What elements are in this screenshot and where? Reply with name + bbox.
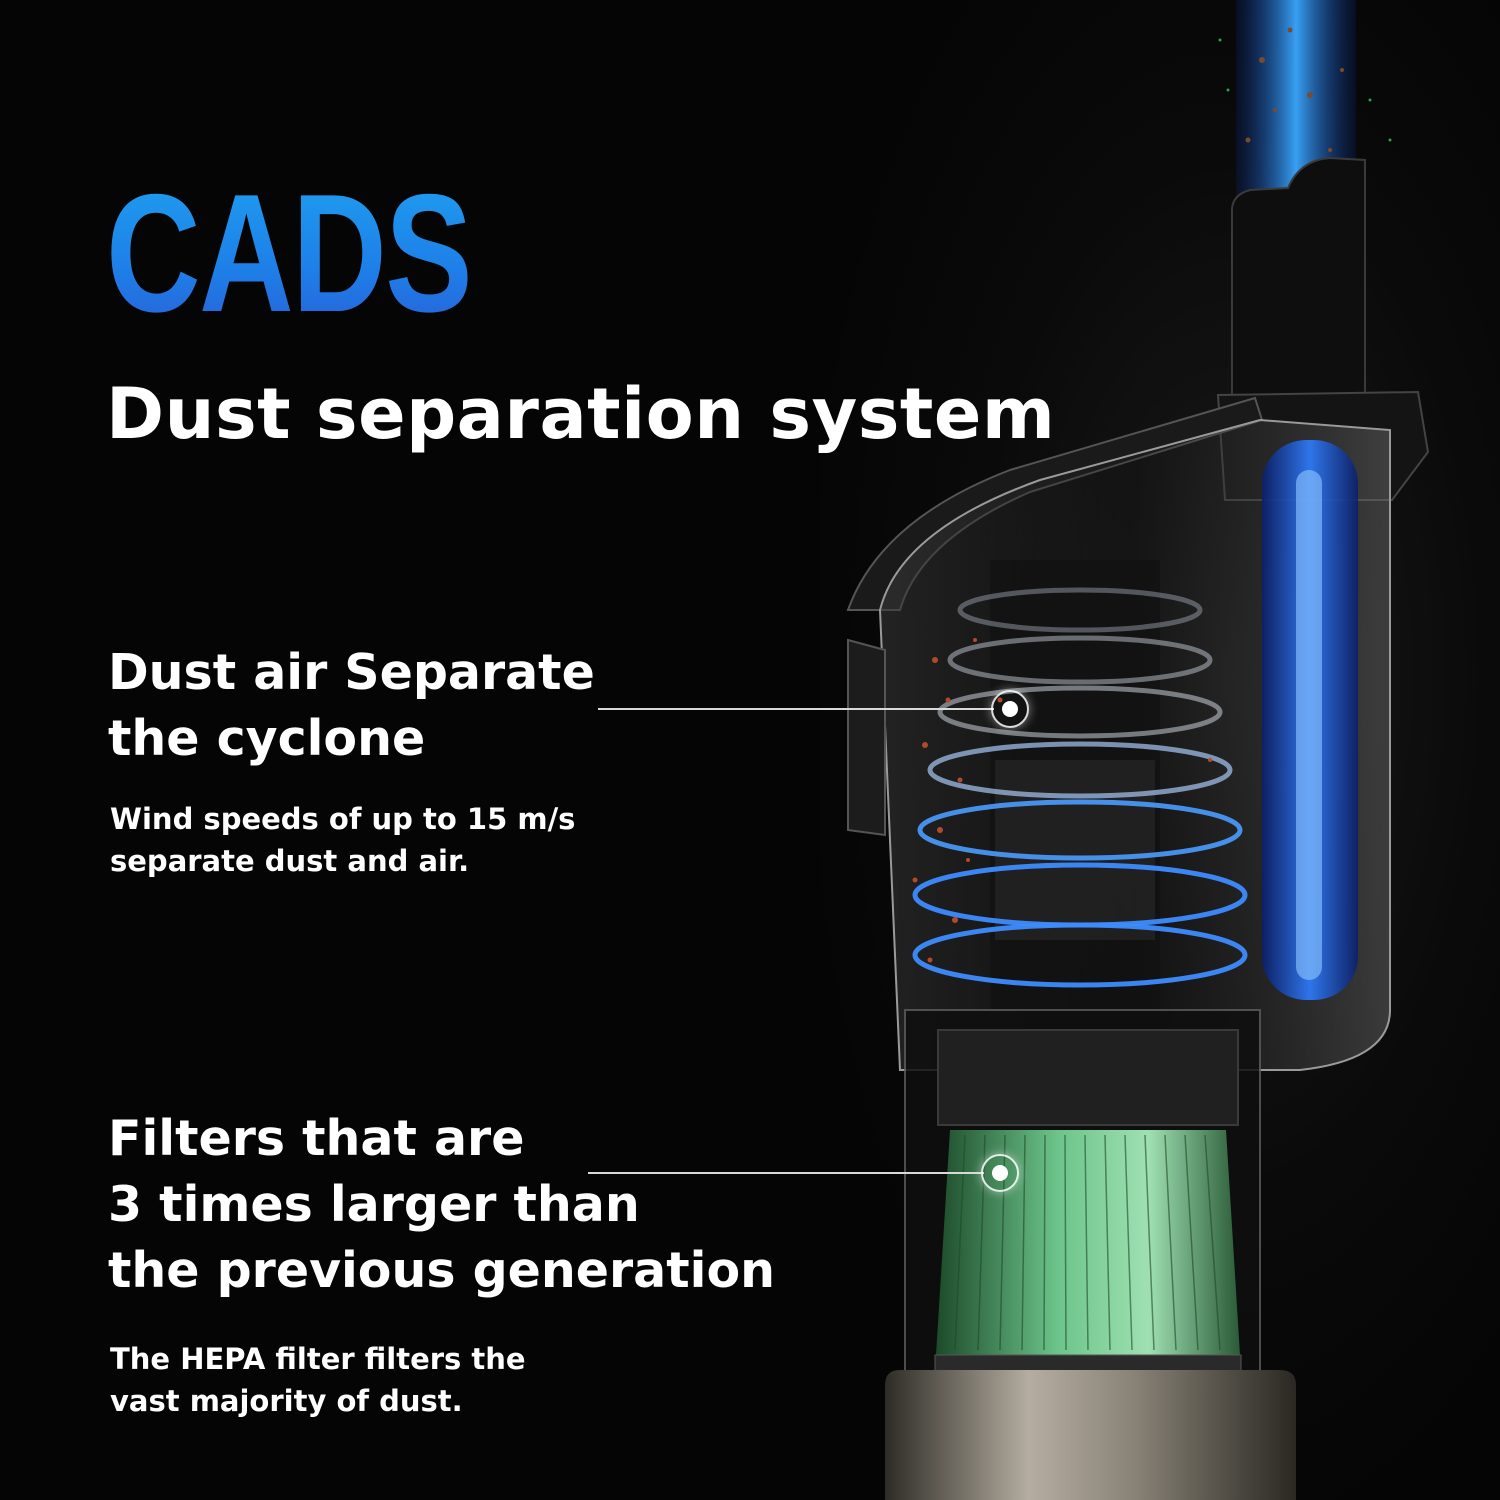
feature-filter-title: Filters that are 3 times larger than the… — [108, 1110, 776, 1299]
feature-cyclone-description: Wind speeds of up to 15 m/s separate dus… — [110, 802, 576, 878]
inlet-pipe — [1231, 156, 1366, 421]
filter-leader-line — [588, 1172, 984, 1174]
cyclone-leader-line — [598, 708, 994, 710]
vacuum-body — [885, 1370, 1296, 1500]
headline: CADS — [106, 159, 473, 347]
cyclone-spiral — [912, 587, 1248, 988]
feature-filter-description: The HEPA filter filters the vast majorit… — [110, 1342, 526, 1418]
subheadline: Dust separation system — [106, 373, 1056, 455]
cyclone-target-icon — [991, 690, 1029, 728]
filter-target-icon — [981, 1154, 1019, 1192]
feature-cyclone-title: Dust air Separate the cyclone — [108, 644, 595, 767]
